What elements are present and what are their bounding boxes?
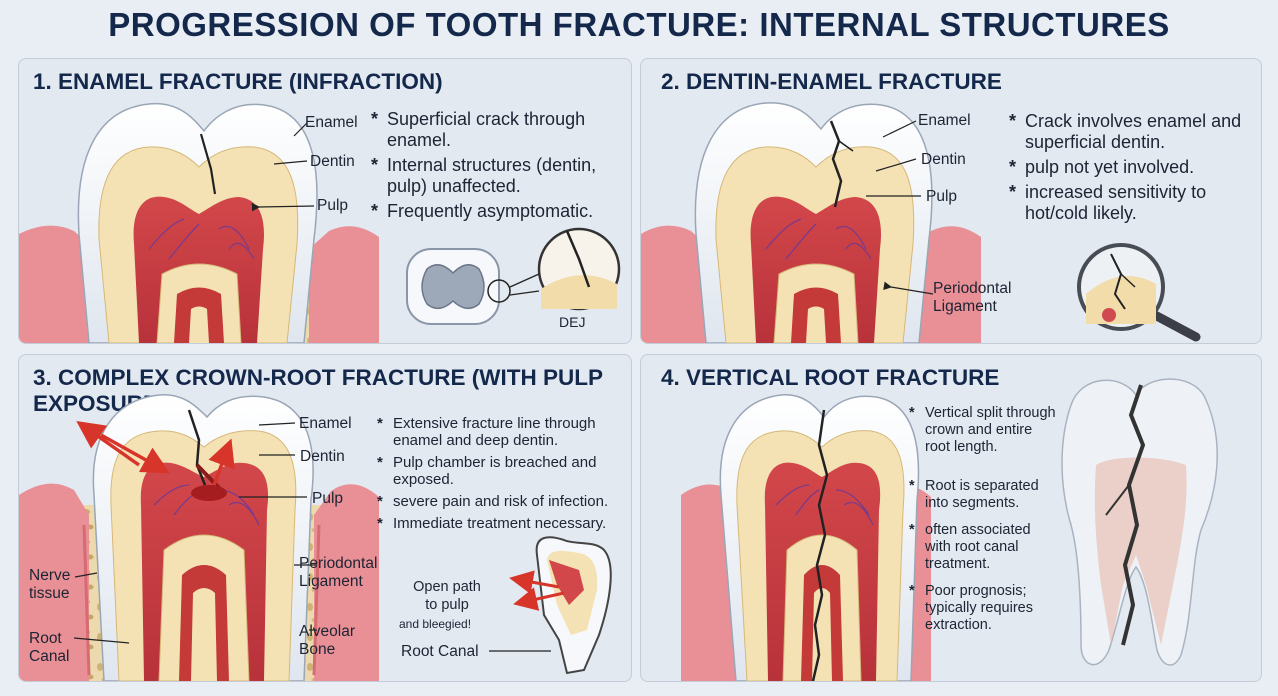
- bullet-list: Crack involves enamel and superficial de…: [1009, 111, 1249, 228]
- tooth-diagram: [19, 394, 612, 681]
- bullet-list: Superficial crack through enamel. Intern…: [371, 109, 626, 226]
- tooth-diagram: [641, 102, 1201, 343]
- bullet-item: Poor prognosis; typically requires extra…: [909, 583, 1059, 634]
- panel-enamel-fracture: 1. ENAMEL FRACTURE (INFRACTION): [18, 58, 632, 344]
- bullet-item: often associated with root canal treatme…: [909, 522, 1059, 573]
- label-pulp: Pulp: [926, 188, 958, 205]
- label-pulp: Pulp: [312, 490, 344, 507]
- label-periodontal-ligament: Periodontal Ligament: [933, 280, 1012, 315]
- bullet-item: Vertical split through crown and entire …: [909, 405, 1059, 456]
- bullet-item: Crack involves enamel and superficial de…: [1009, 111, 1249, 153]
- label-dentin: Dentin: [310, 153, 355, 170]
- page-title: PROGRESSION OF TOOTH FRACTURE: INTERNAL …: [108, 6, 1170, 43]
- bullet-item: severe pain and risk of infection.: [377, 493, 627, 510]
- label-enamel: Enamel: [305, 114, 358, 131]
- label-root-canal-left: Root Canal: [29, 630, 70, 665]
- bullet-item: Pulp chamber is breached and exposed.: [377, 454, 627, 488]
- label-enamel: Enamel: [918, 112, 971, 129]
- label-open-path: Open path to pulp: [413, 579, 481, 613]
- bullet-item: Immediate treatment necessary.: [377, 515, 627, 532]
- label-dentin: Dentin: [921, 151, 966, 168]
- bullet-item: Frequently asymptomatic.: [371, 201, 626, 222]
- panel-dentin-enamel-fracture: 2. DENTIN-ENAMEL FRACTURE: [640, 58, 1262, 344]
- bullet-item: Extensive fracture line through enamel a…: [377, 415, 627, 449]
- label-enamel: Enamel: [299, 415, 352, 432]
- panel-vertical-root-fracture: 4. VERTICAL ROOT FRACTURE Vertical split…: [640, 354, 1262, 682]
- bullet-item: pulp not yet involved.: [1009, 157, 1249, 178]
- bullet-list: Extensive fracture line through enamel a…: [377, 415, 627, 537]
- bullet-item: increased sensitivity to hot/cold likely…: [1009, 182, 1249, 224]
- label-alveolar-bone: Alveolar Bone: [299, 623, 355, 658]
- panel-title: 2. DENTIN-ENAMEL FRACTURE: [661, 69, 1002, 94]
- panel-complex-crown-root-fracture: 3. COMPLEX CROWN-ROOT FRACTURE (WITH PUL…: [18, 354, 632, 682]
- label-dentin: Dentin: [300, 448, 345, 465]
- bullet-list: Vertical split through crown and entire …: [909, 405, 1059, 644]
- label-pulp: Pulp: [317, 197, 349, 214]
- panel-title: 1. ENAMEL FRACTURE (INFRACTION): [33, 69, 443, 94]
- label-nerve-tissue: Nerve tissue: [29, 567, 71, 602]
- tooth-diagram: [19, 102, 621, 343]
- bullet-item: Root is separated into segments.: [909, 478, 1059, 512]
- label-periodontal-ligament: Periodontal Ligament: [299, 555, 378, 590]
- label-root-canal: Root Canal: [401, 643, 479, 660]
- label-bleeding: and bleegied!: [399, 617, 472, 631]
- label-dej: DEJ: [559, 314, 586, 330]
- bullet-item: Internal structures (dentin, pulp) unaff…: [371, 155, 626, 197]
- panel-title: 3. COMPLEX CROWN-ROOT FRACTURE (WITH PUL…: [33, 365, 603, 416]
- bullet-item: Superficial crack through enamel.: [371, 109, 626, 151]
- panel-title: 4. VERTICAL ROOT FRACTURE: [661, 365, 1000, 390]
